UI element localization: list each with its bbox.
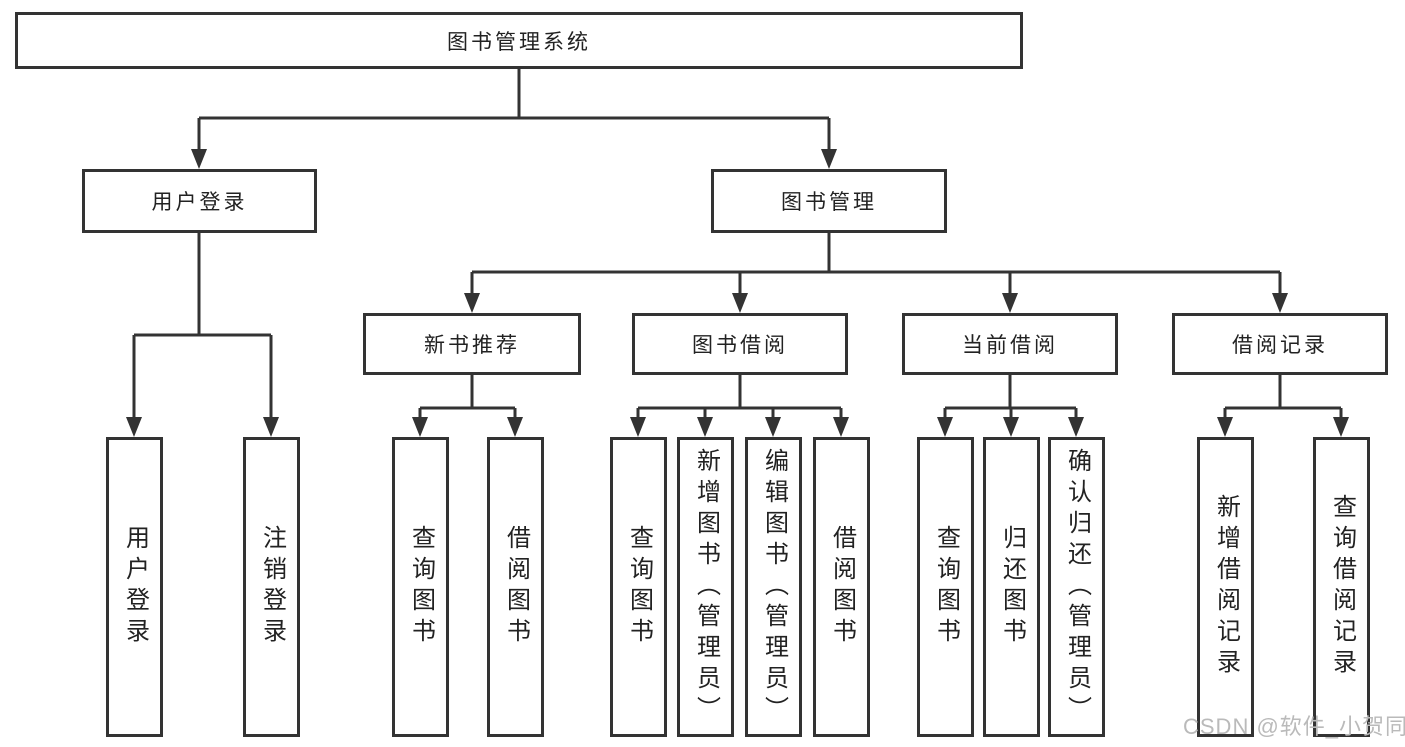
node-label: 新增图书（管理员） bbox=[692, 447, 720, 727]
node-user-login-leaf: 用户登录 bbox=[106, 437, 163, 737]
node-label: 图书借阅 bbox=[692, 334, 788, 357]
node-return-book: 归还图书 bbox=[983, 437, 1040, 737]
node-label: 查询图书 bbox=[625, 525, 653, 649]
node-confirm-return-admin: 确认归还（管理员） bbox=[1048, 437, 1105, 737]
node-book-management-system: 图书管理系统 bbox=[15, 12, 1023, 69]
arrowheads bbox=[126, 149, 1349, 437]
node-label: 当前借阅 bbox=[962, 334, 1058, 357]
node-label: 新书推荐 bbox=[424, 334, 520, 357]
node-label: 查询借阅记录 bbox=[1328, 494, 1356, 680]
node-label: 新增借阅记录 bbox=[1212, 494, 1240, 680]
node-label: 用户登录 bbox=[121, 525, 149, 649]
node-label: 注销登录 bbox=[258, 525, 286, 649]
node-label: 借阅图书 bbox=[502, 525, 530, 649]
node-query-books-recommend: 查询图书 bbox=[392, 437, 449, 737]
node-label: 确认归还（管理员） bbox=[1063, 447, 1091, 727]
node-book-borrow: 图书借阅 bbox=[632, 313, 848, 375]
node-label: 借阅记录 bbox=[1232, 334, 1328, 357]
node-label: 查询图书 bbox=[932, 525, 960, 649]
node-label: 图书管理 bbox=[781, 191, 877, 214]
node-logout: 注销登录 bbox=[243, 437, 300, 737]
node-borrow-books-leaf: 借阅图书 bbox=[813, 437, 870, 737]
node-query-borrow-record: 查询借阅记录 bbox=[1313, 437, 1370, 737]
node-label: 图书管理系统 bbox=[447, 30, 591, 54]
node-current-borrow: 当前借阅 bbox=[902, 313, 1118, 375]
node-edit-book-admin: 编辑图书（管理员） bbox=[745, 437, 802, 737]
node-user-login: 用户登录 bbox=[82, 169, 317, 233]
node-query-books-borrow: 查询图书 bbox=[610, 437, 667, 737]
node-label: 借阅图书 bbox=[828, 525, 856, 649]
node-add-borrow-record: 新增借阅记录 bbox=[1197, 437, 1254, 737]
node-new-book-recommend: 新书推荐 bbox=[363, 313, 581, 375]
node-label: 归还图书 bbox=[998, 525, 1026, 649]
node-label: 用户登录 bbox=[151, 191, 248, 214]
node-book-management: 图书管理 bbox=[711, 169, 947, 233]
node-add-book-admin: 新增图书（管理员） bbox=[677, 437, 734, 737]
node-label: 编辑图书（管理员） bbox=[760, 447, 788, 727]
node-borrow-books-recommend: 借阅图书 bbox=[487, 437, 544, 737]
node-label: 查询图书 bbox=[407, 525, 435, 649]
csdn-watermark: CSDN @软件_小贺同学 bbox=[1183, 714, 1405, 739]
node-query-books-current: 查询图书 bbox=[917, 437, 974, 737]
node-borrow-records: 借阅记录 bbox=[1172, 313, 1388, 375]
